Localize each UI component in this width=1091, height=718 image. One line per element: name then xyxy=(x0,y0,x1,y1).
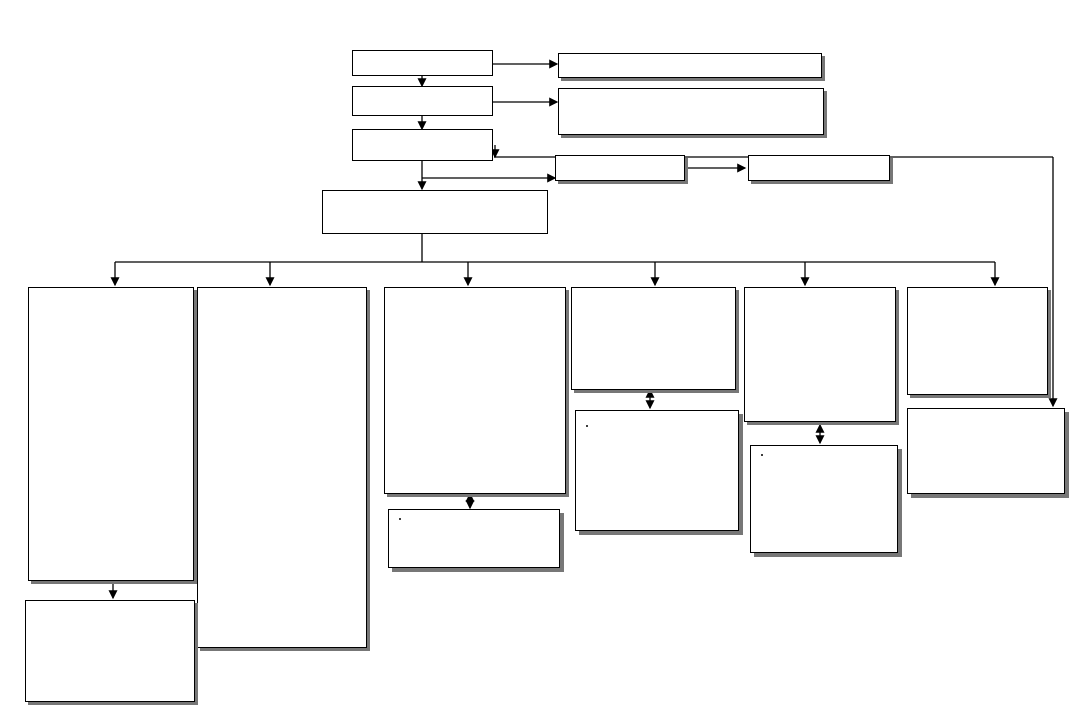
health-service-list xyxy=(394,512,554,526)
economic-units-list xyxy=(756,448,892,462)
infra-branch-box xyxy=(197,287,367,648)
karyapalika-box xyxy=(352,86,493,116)
list-item xyxy=(597,419,733,433)
health-branch-box xyxy=(384,287,566,494)
nagarsabha-committee-box xyxy=(558,53,822,78)
economic-units-box xyxy=(750,445,898,553)
economic-branch-box xyxy=(744,287,896,422)
health-service-centres-box xyxy=(388,509,560,568)
pramukh-box xyxy=(352,129,493,161)
nagarsabha-box xyxy=(352,50,493,76)
internal-audit-box xyxy=(907,408,1065,494)
ward-office-box xyxy=(25,600,195,702)
education-units-list xyxy=(581,413,733,433)
upapramukh-box xyxy=(555,155,685,181)
finance-branch-box xyxy=(907,287,1048,395)
admin-branch-box xyxy=(28,287,194,581)
karyapalika-committee-box xyxy=(558,88,824,135)
education-units-box xyxy=(575,410,739,531)
education-branch-box xyxy=(571,287,736,390)
cao-box xyxy=(322,190,548,234)
list-item xyxy=(410,512,554,526)
nyayik-samiti-box xyxy=(748,155,890,181)
list-item xyxy=(772,448,892,462)
